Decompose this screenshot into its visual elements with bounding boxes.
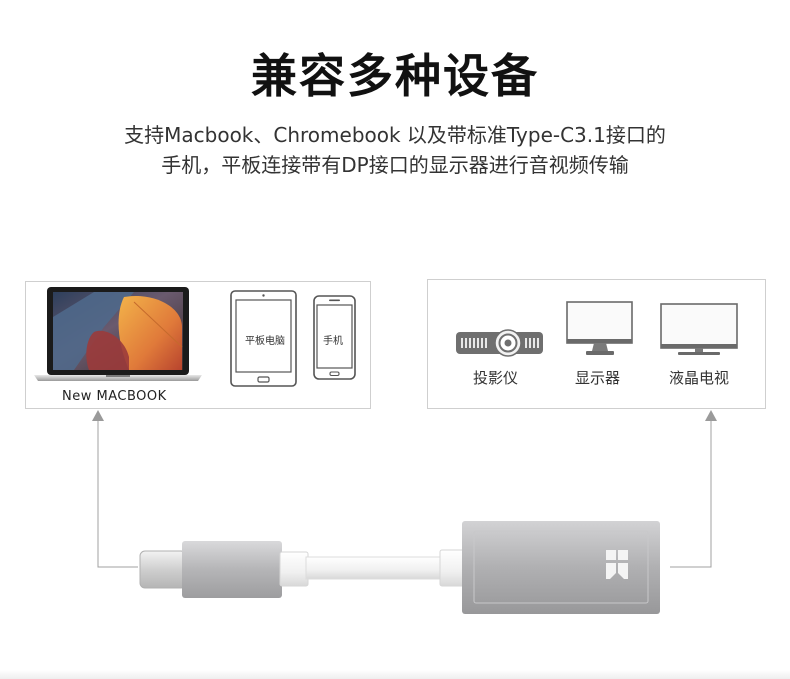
projector-label: 投影仪 xyxy=(473,369,519,387)
page-subtitle: 支持Macbook、Chromebook 以及带标准Type-C3.1接口的 手… xyxy=(0,120,790,180)
tablet-icon xyxy=(230,290,297,387)
phone-icon xyxy=(313,295,356,380)
arrow-up-left-icon xyxy=(92,410,104,421)
subtitle-line-1: 支持Macbook、Chromebook 以及带标准Type-C3.1接口的 xyxy=(124,123,666,147)
projector-icon xyxy=(456,329,543,357)
page-title: 兼容多种设备 xyxy=(251,49,539,103)
macbook-label: New MACBOOK xyxy=(62,389,167,404)
bottom-divider xyxy=(0,670,790,679)
subtitle-line-2: 手机，平板连接带有DP接口的显示器进行音视频传输 xyxy=(161,153,629,177)
usb-c-to-dp-adapter-icon xyxy=(139,521,660,614)
tv-label: 液晶电视 xyxy=(669,369,730,387)
monitor-label: 显示器 xyxy=(575,369,621,387)
tv-icon xyxy=(660,303,738,355)
laptop-icon xyxy=(34,287,202,381)
arrow-up-right-icon xyxy=(705,410,717,421)
phone-label: 手机 xyxy=(323,336,343,347)
monitor-icon xyxy=(566,301,633,355)
tablet-label: 平板电脑 xyxy=(245,336,285,347)
